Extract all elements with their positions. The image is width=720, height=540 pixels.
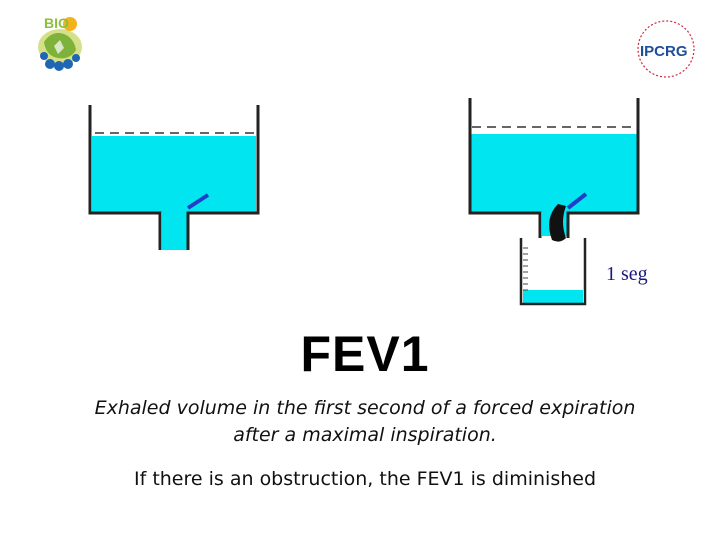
slide-title: FEV1 — [300, 326, 430, 382]
ipcrg-logo: IPCRG — [637, 20, 695, 78]
right-tank-valve — [566, 192, 588, 210]
obstruction-note: If there is an obstruction, the FEV1 is … — [133, 468, 597, 490]
fev1-definition: Exhaled volume in the first second of a … — [60, 395, 670, 449]
time-label: 1 seg — [606, 263, 648, 285]
obstruction-mass — [549, 204, 566, 242]
bio-logo: BIO — [38, 15, 82, 71]
collection-cylinder — [519, 238, 587, 306]
right-tank-water — [471, 134, 637, 212]
bio-logo-text: BIO — [44, 15, 69, 31]
right-tank: 1 seg — [468, 98, 648, 306]
collection-cylinder-scale — [523, 247, 528, 291]
left-tank-outlet-water — [162, 210, 188, 250]
definition-line-2: after a maximal inspiration. — [233, 424, 497, 446]
left-tank-water — [92, 136, 256, 212]
left-tank-valve — [186, 193, 210, 210]
fev1-tank-diagram: 1 seg — [88, 98, 648, 306]
collection-cylinder-water — [523, 290, 583, 304]
ipcrg-logo-text: IPCRG — [640, 43, 688, 60]
definition-line-1: Exhaled volume in the first second of a … — [94, 397, 636, 419]
left-tank — [88, 105, 260, 250]
